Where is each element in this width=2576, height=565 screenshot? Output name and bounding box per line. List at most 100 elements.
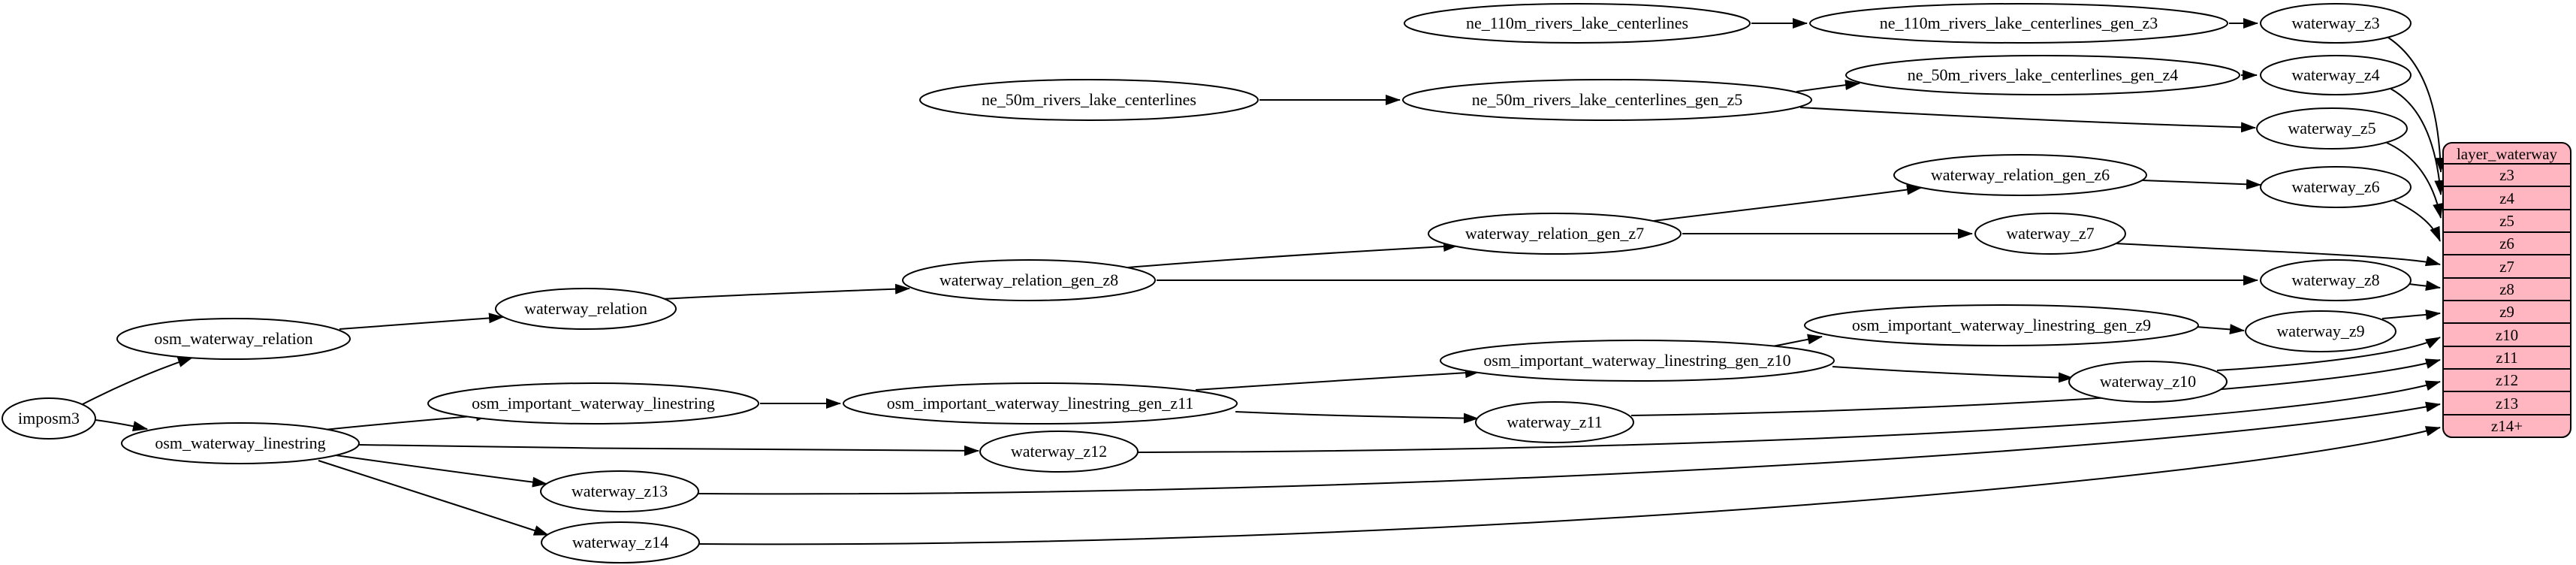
node-waterway_relation-label: waterway_relation <box>524 299 647 318</box>
node-ne_50m_rivers_lake_centerlines_gen_z4-label: ne_50m_rivers_lake_centerlines_gen_z4 <box>1908 65 2178 84</box>
node-osm_waterway_linestring-shape <box>121 422 360 464</box>
node-waterway_z14-shape <box>541 521 700 563</box>
node-waterway_z10-label: waterway_z10 <box>2100 372 2196 391</box>
node-waterway_relation_gen_z8-label: waterway_relation_gen_z8 <box>940 270 1118 289</box>
edge-waterway_z5-record_z5 <box>2386 142 2444 219</box>
node-waterway_z12-shape <box>979 431 1139 473</box>
node-waterway_z12: waterway_z12 <box>979 431 1139 473</box>
record-layer_waterway: layer_waterway z3 z4 z5 z6 z7 z8 z9 z10 … <box>2442 142 2571 438</box>
edge-waterway_z3-record_z3 <box>2387 37 2446 173</box>
node-osm_waterway_linestring-label: osm_waterway_linestring <box>155 434 325 452</box>
node-waterway_z14-label: waterway_z14 <box>572 533 668 551</box>
edge-waterway_z14-record_z14plus <box>698 426 2441 545</box>
record-row-z9: z9 <box>2499 303 2514 321</box>
node-waterway_relation_gen_z6-label: waterway_relation_gen_z6 <box>1931 165 2110 184</box>
node-ne_110m_rivers_lake_centerlines_gen_z3: ne_110m_rivers_lake_centerlines_gen_z3 <box>1809 3 2228 44</box>
node-waterway_z11-shape <box>1475 401 1634 443</box>
node-waterway_z8: waterway_z8 <box>2260 259 2412 301</box>
edge-osm_waterway_linestring-waterway_z12 <box>358 444 979 456</box>
node-ne_50m_rivers_lake_centerlines-shape <box>919 79 1259 121</box>
node-ne_110m_rivers_lake_centerlines_gen_z3-label: ne_110m_rivers_lake_centerlines_gen_z3 <box>1880 14 2158 32</box>
edge-waterway_z7-record_z7 <box>2115 243 2441 267</box>
node-osm_important_waterway_linestring-label: osm_important_waterway_linestring <box>472 394 715 412</box>
node-waterway_z7-label: waterway_z7 <box>2006 224 2094 243</box>
node-ne_50m_rivers_lake_centerlines_gen_z4: ne_50m_rivers_lake_centerlines_gen_z4 <box>1845 55 2240 95</box>
node-waterway_z3-label: waterway_z3 <box>2291 14 2379 32</box>
edge-waterway_z6-record_z6 <box>2392 199 2441 242</box>
node-osm_waterway_linestring: osm_waterway_linestring <box>121 422 360 464</box>
node-osm_important_waterway_linestring_gen_z11-shape <box>843 382 1238 425</box>
node-osm_important_waterway_linestring_gen_z9-shape <box>1804 304 2199 346</box>
node-waterway_relation_gen_z7: waterway_relation_gen_z7 <box>1428 213 1682 255</box>
edge-gen_z10-gen_z9 <box>1772 334 1823 347</box>
edge-osm_waterway_linestring-waterway_z14 <box>318 460 549 536</box>
node-ne_50m_rivers_lake_centerlines_gen_z5-shape <box>1402 79 1812 121</box>
edge-osm_waterway_linestring-waterway_z13 <box>330 454 547 488</box>
edge-ne_50m_gen_z5-waterway_z5 <box>1799 107 2256 133</box>
node-waterway_z12-label: waterway_z12 <box>1011 442 1107 461</box>
node-ne_110m_rivers_lake_centerlines: ne_110m_rivers_lake_centerlines <box>1404 3 1751 44</box>
node-waterway_z13-label: waterway_z13 <box>572 482 668 500</box>
record-row-z14plus: z14+ <box>2491 417 2523 435</box>
edge-gen_z11-gen_z10 <box>1195 367 1480 391</box>
record-title: layer_waterway <box>2457 145 2558 163</box>
edge-waterway_relation_gen_z6-waterway_z6 <box>2141 179 2261 190</box>
node-waterway_z11-label: waterway_z11 <box>1507 412 1602 431</box>
node-waterway_relation_gen_z8: waterway_relation_gen_z8 <box>902 259 1156 301</box>
node-waterway_z7-shape <box>1974 213 2126 255</box>
node-ne_50m_rivers_lake_centerlines_gen_z4-shape <box>1845 55 2240 95</box>
record-layer_waterway-box <box>2442 142 2571 438</box>
edges <box>82 18 2446 545</box>
node-ne_50m_rivers_lake_centerlines-label: ne_50m_rivers_lake_centerlines <box>982 90 1196 109</box>
node-waterway_z6-shape <box>2260 166 2412 208</box>
edge-waterway_relation-waterway_relation_gen_z8 <box>662 283 910 300</box>
edge-gen_z9-waterway_z9 <box>2196 324 2245 335</box>
node-waterway_z8-shape <box>2260 259 2412 301</box>
edge-osm_waterway_relation-waterway_relation <box>339 313 504 330</box>
node-osm_important_waterway_linestring_gen_z9-label: osm_important_waterway_linestring_gen_z9 <box>1852 316 2151 334</box>
edge-waterway_z4-record_z4 <box>2390 88 2445 195</box>
node-osm_important_waterway_linestring_gen_z10-shape <box>1440 340 1835 382</box>
edge-gen_z10-waterway_z10 <box>1832 366 2074 383</box>
node-waterway_z10: waterway_z10 <box>2068 361 2228 403</box>
edge-waterway_relation_gen_z8-waterway_relation_gen_z7 <box>1127 241 1458 268</box>
node-osm_waterway_relation-label: osm_waterway_relation <box>154 329 312 348</box>
edge-waterway_z8-record_z8 <box>2409 280 2441 292</box>
node-waterway_z4: waterway_z4 <box>2260 55 2412 95</box>
node-osm_waterway_relation: osm_waterway_relation <box>116 318 351 360</box>
edge-imposm3-osm_waterway_linestring <box>95 419 148 431</box>
node-waterway_relation: waterway_relation <box>495 288 677 330</box>
node-waterway_relation_gen_z6-shape <box>1893 154 2147 196</box>
node-ne_110m_rivers_lake_centerlines-label: ne_110m_rivers_lake_centerlines <box>1466 14 1688 32</box>
node-ne_110m_rivers_lake_centerlines_gen_z3-shape <box>1809 3 2228 44</box>
record-row-z10: z10 <box>2496 326 2518 344</box>
record-row-z3: z3 <box>2499 166 2514 184</box>
node-osm_waterway_relation-shape <box>116 318 351 360</box>
node-waterway_z14: waterway_z14 <box>541 521 700 563</box>
node-waterway_z9-shape <box>2245 310 2397 352</box>
edge-waterway_z13-record_z13 <box>697 401 2441 495</box>
node-ne_50m_rivers_lake_centerlines_gen_z5: ne_50m_rivers_lake_centerlines_gen_z5 <box>1402 79 1812 121</box>
node-waterway_z6: waterway_z6 <box>2260 166 2412 208</box>
edge-ne_50m_gen_z5-ne_50m_gen_z4 <box>1796 80 1860 92</box>
record-row-z7: z7 <box>2499 258 2514 276</box>
node-osm_important_waterway_linestring_gen_z11-label: osm_important_waterway_linestring_gen_z1… <box>887 394 1194 412</box>
node-waterway_z13-shape <box>540 470 699 512</box>
node-ne_50m_rivers_lake_centerlines_gen_z5-label: ne_50m_rivers_lake_centerlines_gen_z5 <box>1472 90 1742 109</box>
edge-waterway_z10-record_z10 <box>2216 337 2441 371</box>
nodes: imposm3 osm_waterway_relation osm_waterw… <box>2 3 2412 563</box>
node-waterway_z4-label: waterway_z4 <box>2291 65 2379 84</box>
edge-gen_z11-waterway_z11 <box>1235 411 1479 424</box>
node-waterway_z13: waterway_z13 <box>540 470 699 512</box>
edge-waterway_z9-record_z9 <box>2381 310 2441 320</box>
node-waterway_z3-shape <box>2260 3 2412 44</box>
node-waterway_relation_gen_z6: waterway_relation_gen_z6 <box>1893 154 2147 196</box>
node-waterway_z11: waterway_z11 <box>1475 401 1634 443</box>
node-osm_important_waterway_linestring_gen_z9: osm_important_waterway_linestring_gen_z9 <box>1804 304 2199 346</box>
node-waterway_z5-shape <box>2256 107 2408 150</box>
node-waterway_relation_gen_z7-label: waterway_relation_gen_z7 <box>1465 224 1644 243</box>
node-waterway_z9: waterway_z9 <box>2245 310 2397 352</box>
node-waterway_z10-shape <box>2068 361 2228 403</box>
